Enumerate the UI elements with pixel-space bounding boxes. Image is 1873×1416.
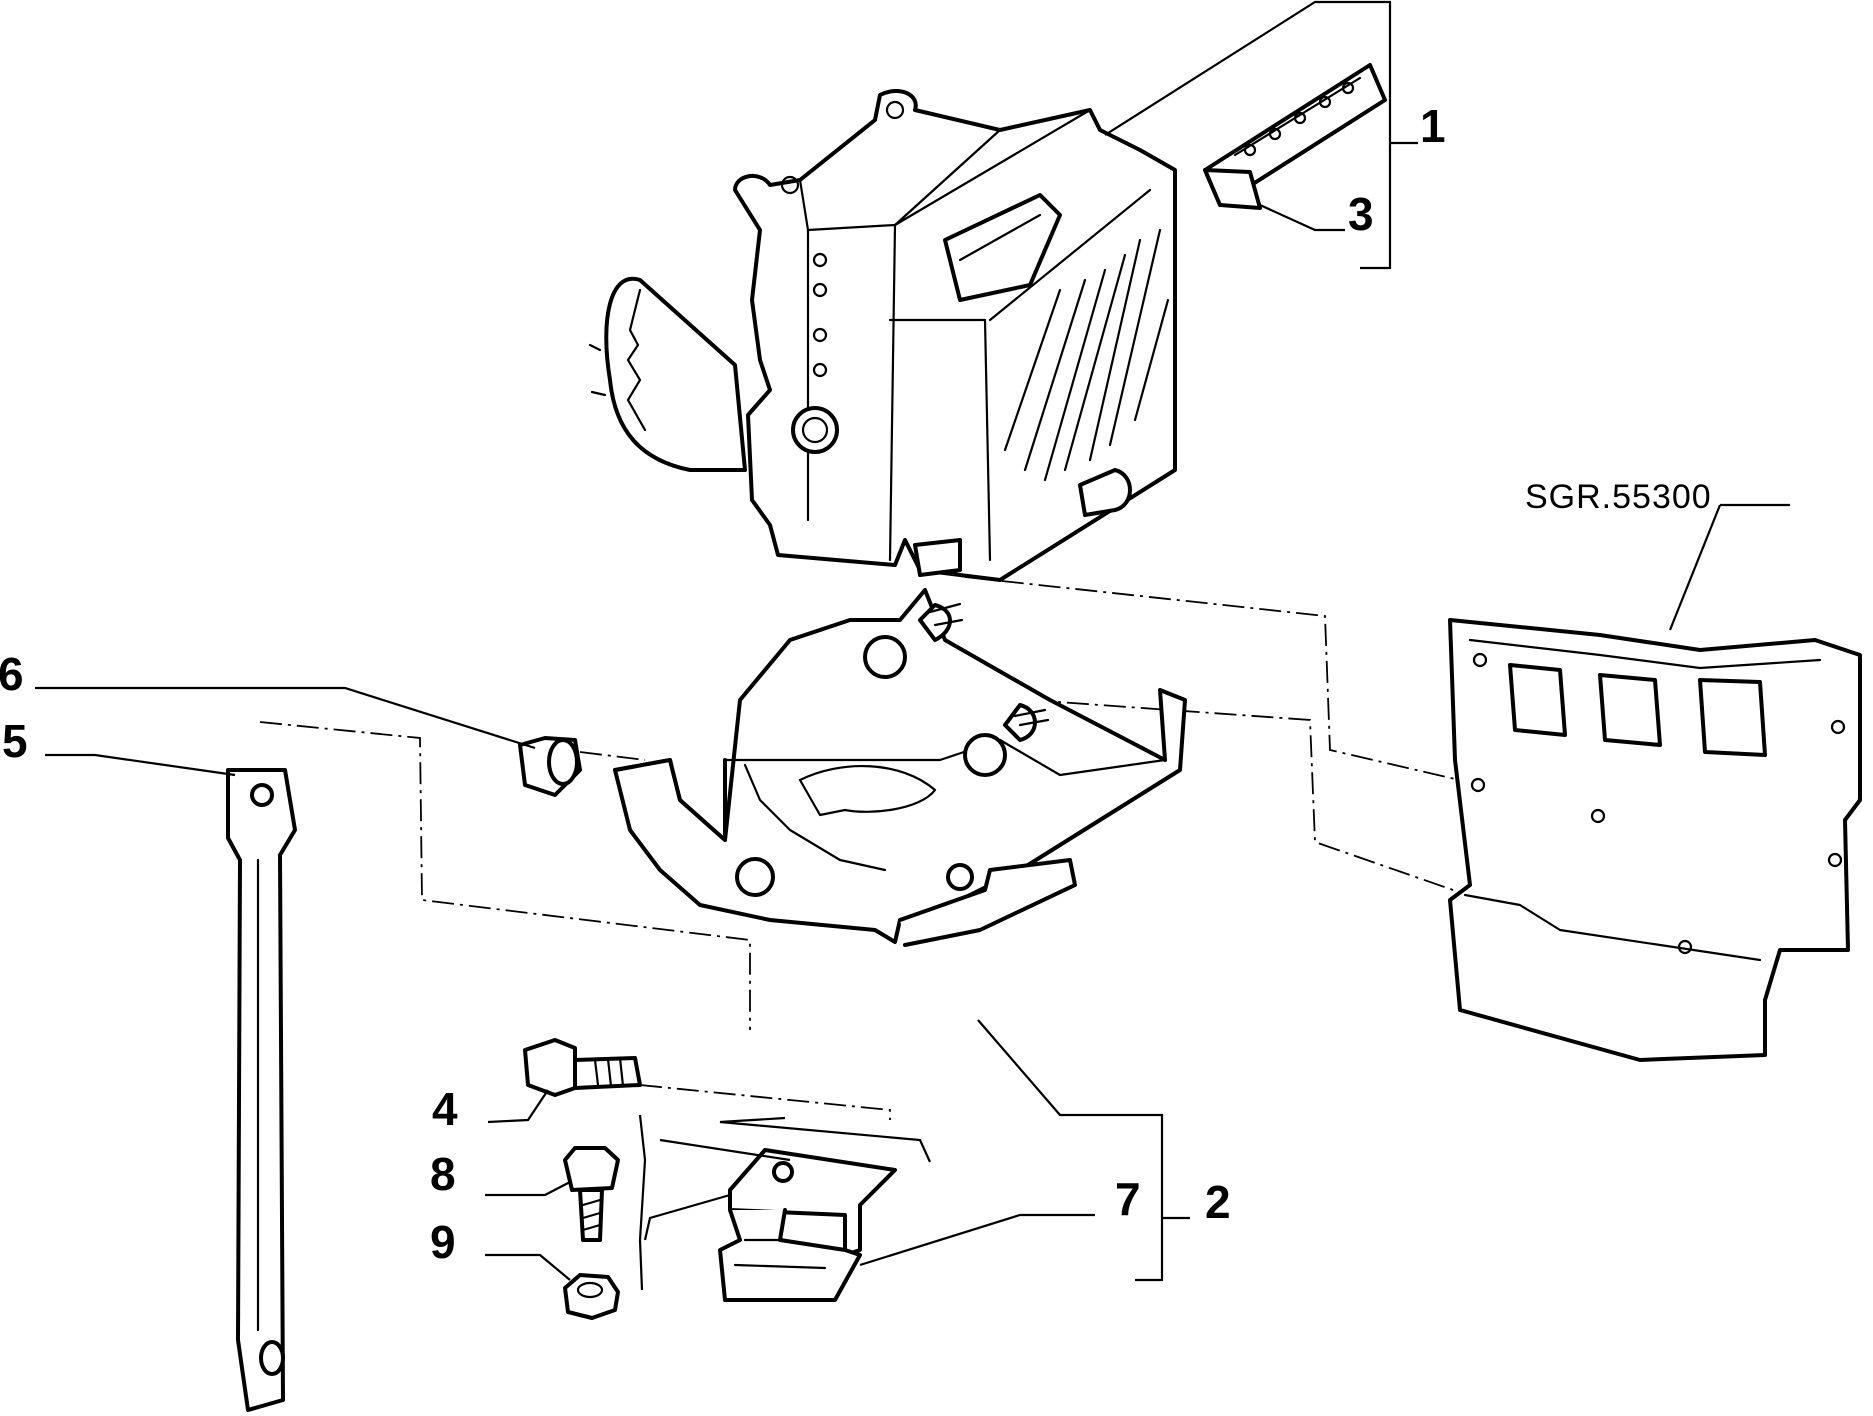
callout-labels: 1 3 6 5 4 8 9 7 2 SGR.55300 [0,100,1712,1268]
electrical-connector [1203,63,1387,210]
callout-8: 8 [430,1148,456,1200]
callout-2: 2 [1205,1176,1231,1228]
leader-lines [35,0,1790,1291]
callout-5: 5 [2,715,28,767]
callout-6: 6 [0,648,24,700]
callout-4: 4 [432,1083,458,1135]
reference-bracket [1448,618,1862,1062]
callout-3: 3 [1348,188,1374,240]
hex-nut [563,1273,620,1320]
screw [563,1146,620,1242]
reference-code: SGR.55300 [1525,478,1712,516]
hex-bolt [523,1038,642,1097]
abs-modulator-unit [588,89,1177,582]
support-bracket [613,588,1187,947]
retaining-clip [718,1148,897,1302]
callout-1: 1 [1420,100,1446,152]
mounting-strap [226,768,297,1412]
callout-9: 9 [430,1216,456,1268]
flange-nut [518,736,582,797]
callout-7: 7 [1115,1173,1141,1225]
